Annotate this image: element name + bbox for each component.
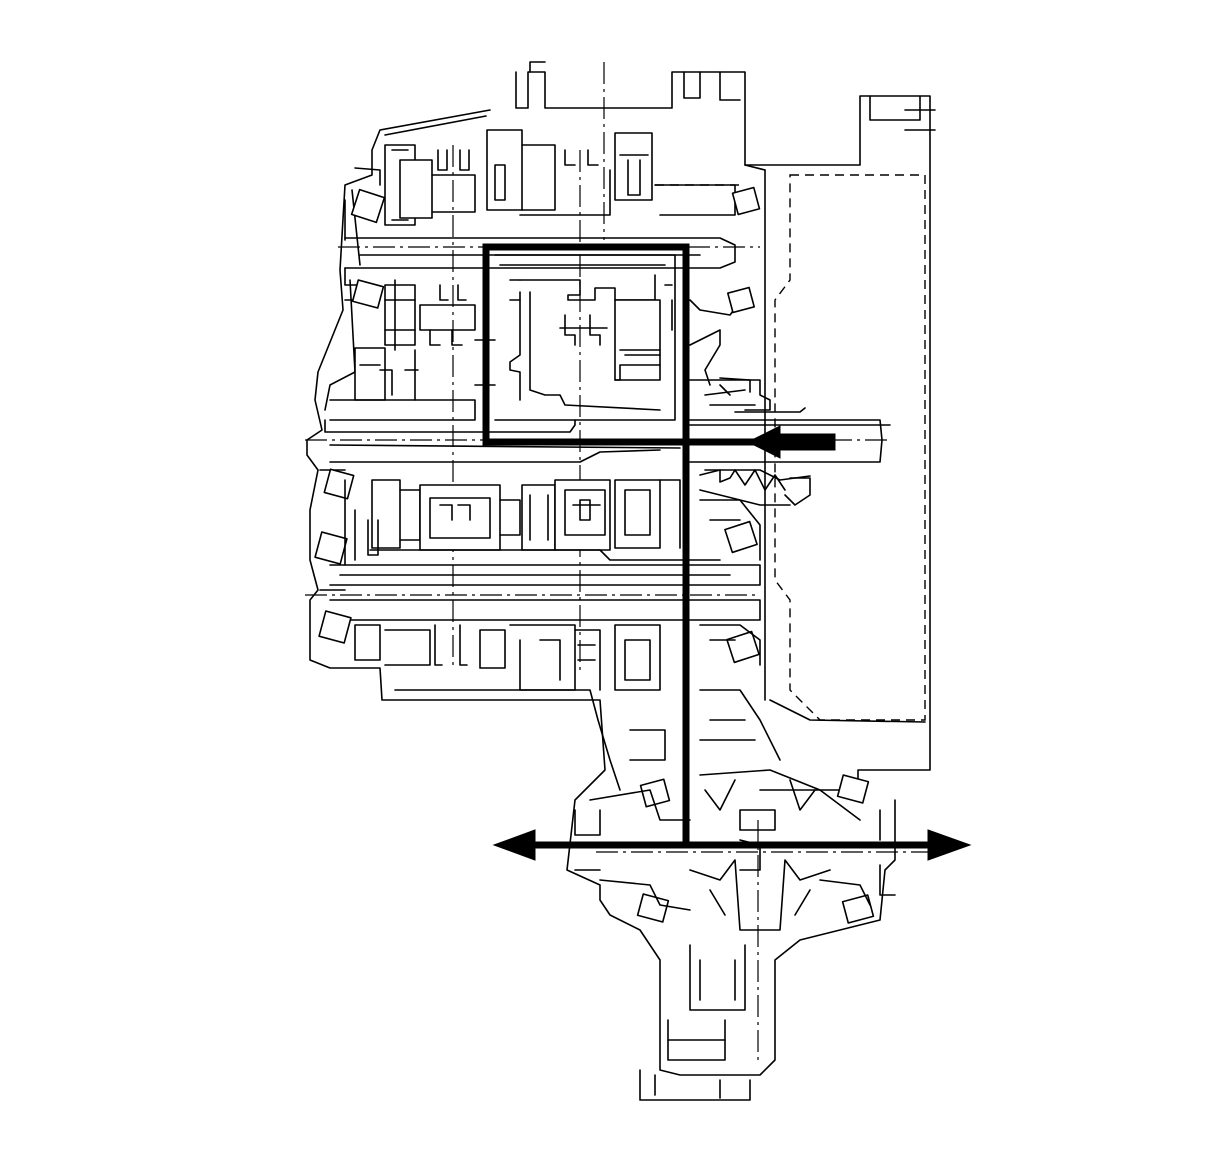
middle-shaft-assembly <box>324 254 891 481</box>
counter-shaft-assembly <box>314 468 811 586</box>
input-arrow <box>746 425 836 459</box>
output-arrow-left <box>492 829 536 861</box>
upper-shaft-assembly <box>344 129 761 269</box>
differential-assembly <box>574 689 896 931</box>
power-flow-path <box>482 243 940 849</box>
output-arrow-right <box>927 829 972 861</box>
transaxle-housing <box>306 61 936 1101</box>
output-shaft-assembly <box>318 599 761 691</box>
